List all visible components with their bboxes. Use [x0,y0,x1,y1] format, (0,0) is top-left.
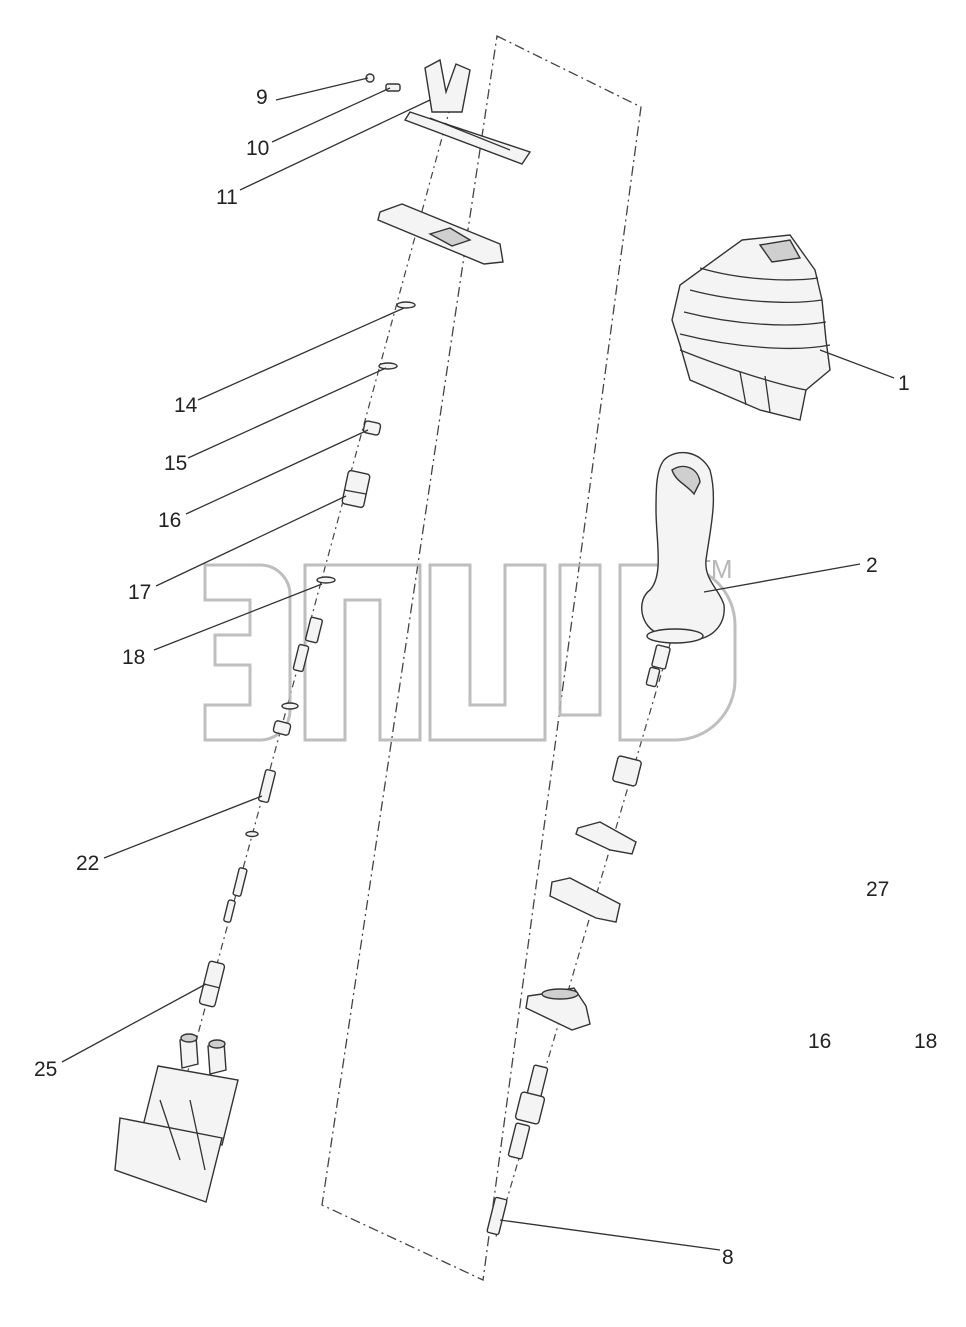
part-shaft-right [507,1064,549,1160]
part-10-pin [385,83,401,92]
part-sleeve-right [612,755,642,787]
part-8-pin [486,1196,508,1236]
part-15-washer [378,362,398,370]
leader-11 [239,99,431,191]
part-25-connector [198,960,226,1008]
callout-18: 18 [122,646,145,669]
callout-8: 8 [722,1246,734,1269]
part-spacer-a [304,616,324,644]
callout-27: 27 [866,878,889,901]
callout-16: 16 [158,509,181,532]
callout-17: 17 [128,581,151,604]
part-14-washer [396,301,416,309]
callout-16-right: 16 [808,1030,831,1053]
leader-9 [275,77,369,101]
part-spacer-b [292,643,310,673]
part-plate-upper [377,203,504,265]
callout-9: 9 [256,86,268,109]
callout-25: 25 [34,1058,57,1081]
part-bushing-d [272,720,292,736]
left-axis-line [179,89,456,1101]
part-22-rod [258,768,276,804]
leader-18 [153,583,323,651]
callout-15: 15 [164,452,187,475]
part-washer-e [245,830,259,838]
part-plate-right-a [575,821,637,855]
part-pin-f [232,867,248,897]
leader-16 [185,429,369,515]
part-18-washer [316,576,336,584]
leader-15 [187,367,387,459]
callout-2: 2 [866,554,878,577]
callout-22: 22 [76,852,99,875]
part-11-fork-plate [403,58,532,165]
part-16-bushing [362,420,382,436]
leader-22 [103,795,263,859]
leader-25 [61,983,207,1063]
leader-1 [819,349,895,379]
part-1-bellows [671,234,831,421]
part-2-joystick-handle [641,451,725,688]
part-pin-g [223,899,236,923]
part-17-sleeve [341,469,371,509]
leader-17 [155,495,347,587]
leader-8 [499,1219,721,1251]
leader-14 [197,307,405,401]
callout-1: 1 [898,372,910,395]
callout-10: 10 [246,137,269,160]
part-plate-right-b [549,877,621,923]
callout-11: 11 [216,186,238,209]
part-base-right [525,987,591,1031]
callout-18-right: 18 [914,1030,937,1053]
callout-14: 14 [174,394,198,417]
part-switch-housing [114,1033,239,1203]
part-washer-c [281,702,299,710]
leader-2 [703,563,861,593]
assembly-frame [321,35,642,1281]
leader-10 [271,87,391,143]
